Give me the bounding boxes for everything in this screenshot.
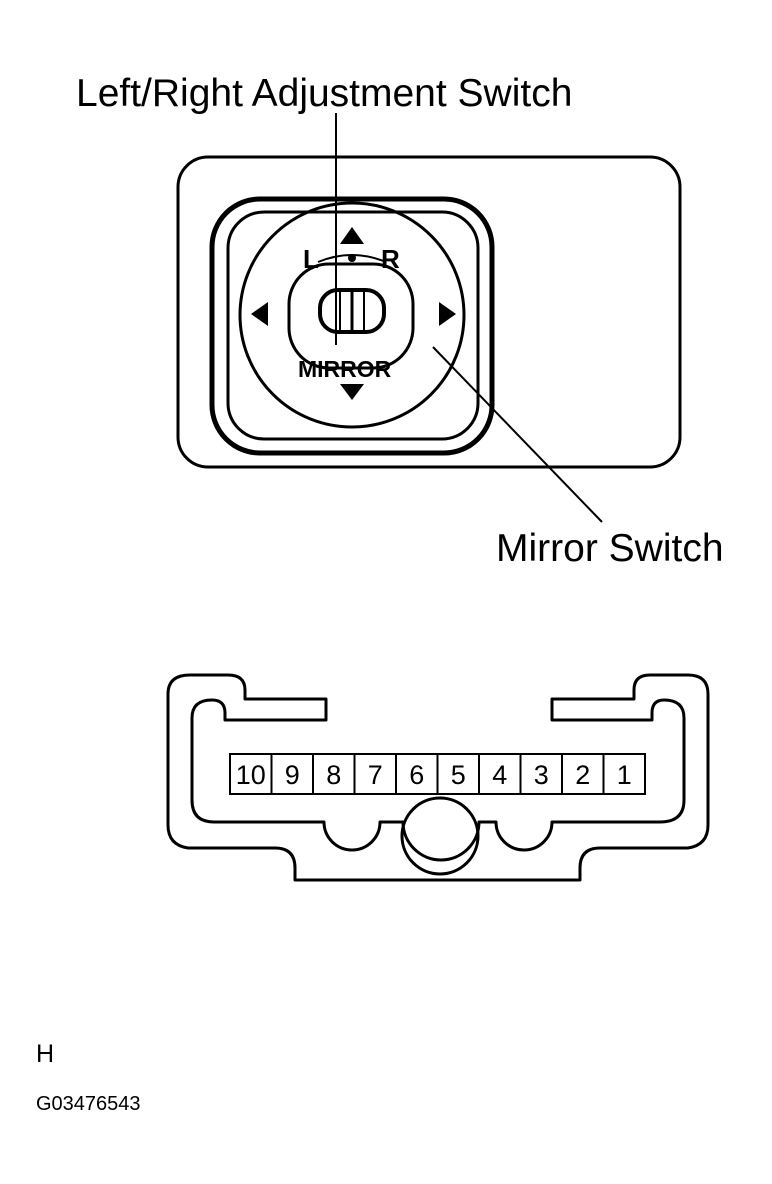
pin-number: 2 [575, 760, 590, 790]
right-letter: R [381, 244, 400, 274]
right-arrow-icon[interactable] [439, 302, 456, 326]
selector-recess [287, 262, 415, 370]
mirror-text: MIRROR [298, 356, 392, 382]
pin-cell [602, 753, 646, 795]
left-arrow-icon[interactable] [251, 302, 268, 326]
mirror-switch-knob[interactable] [238, 201, 466, 429]
switch-bezel-inner [226, 210, 480, 441]
pin-number: 8 [326, 760, 341, 790]
figure-code: G03476543 [36, 1093, 141, 1115]
pin-number: 1 [617, 760, 632, 790]
footer-letter: H [36, 1040, 54, 1068]
down-arrow-icon[interactable] [340, 384, 364, 400]
pin-number: 5 [451, 760, 466, 790]
left-letter: L [303, 244, 319, 274]
switch-bezel-outer [209, 196, 495, 456]
connector-lock-boss [400, 796, 480, 876]
pin-number: 4 [492, 760, 507, 790]
left-right-adjustment-switch-label: Left/Right Adjustment Switch [76, 72, 572, 115]
pin-number: 3 [534, 760, 549, 790]
mirror-switch-label: Mirror Switch [496, 527, 724, 570]
selector-center-dot [348, 254, 356, 262]
pin-number: 7 [368, 760, 383, 790]
mirror-switch-leader-line [432, 346, 603, 523]
pin-number: 10 [236, 760, 266, 790]
switch-housing [176, 155, 682, 469]
pin-number: 9 [285, 760, 300, 790]
pin-number: 6 [409, 760, 424, 790]
up-arrow-icon[interactable] [340, 227, 364, 244]
connector-outer-outline [166, 673, 710, 882]
